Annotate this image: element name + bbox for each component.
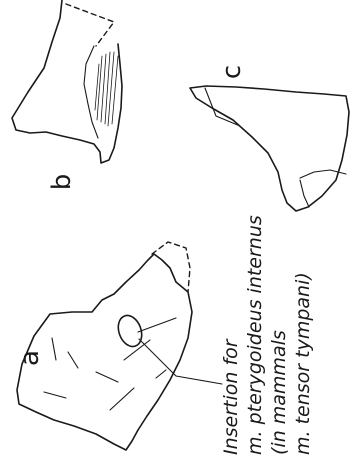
label-b: b — [47, 174, 77, 191]
bone-a-surface-lines — [44, 318, 176, 410]
label-a: a — [15, 350, 45, 366]
bone-b-broken-edge — [66, 4, 114, 46]
annotation-line-1: Insertion for — [220, 338, 242, 455]
annotation-line-2: m. pterygoideus internus — [244, 215, 266, 455]
annotation-line-3: (in mammals — [268, 330, 290, 455]
insertion-scar — [114, 312, 146, 350]
bone-b-hatching — [95, 52, 118, 126]
label-c: c — [217, 65, 247, 79]
bone-a-broken-edge — [152, 242, 190, 292]
annotation: Insertion for m. pterygoideus internus (… — [220, 215, 314, 455]
bone-c-outline — [190, 86, 349, 211]
annotation-line-4: m. tensor tympani) — [292, 272, 314, 455]
bone-c-drawing — [190, 86, 349, 211]
bone-c-joint — [300, 180, 309, 207]
bone-a-drawing — [17, 242, 222, 450]
insertion-leader-line — [139, 339, 222, 384]
bone-b-drawing — [12, 0, 122, 163]
bone-b-ridge — [84, 46, 98, 138]
bone-b-outline — [12, 0, 122, 163]
